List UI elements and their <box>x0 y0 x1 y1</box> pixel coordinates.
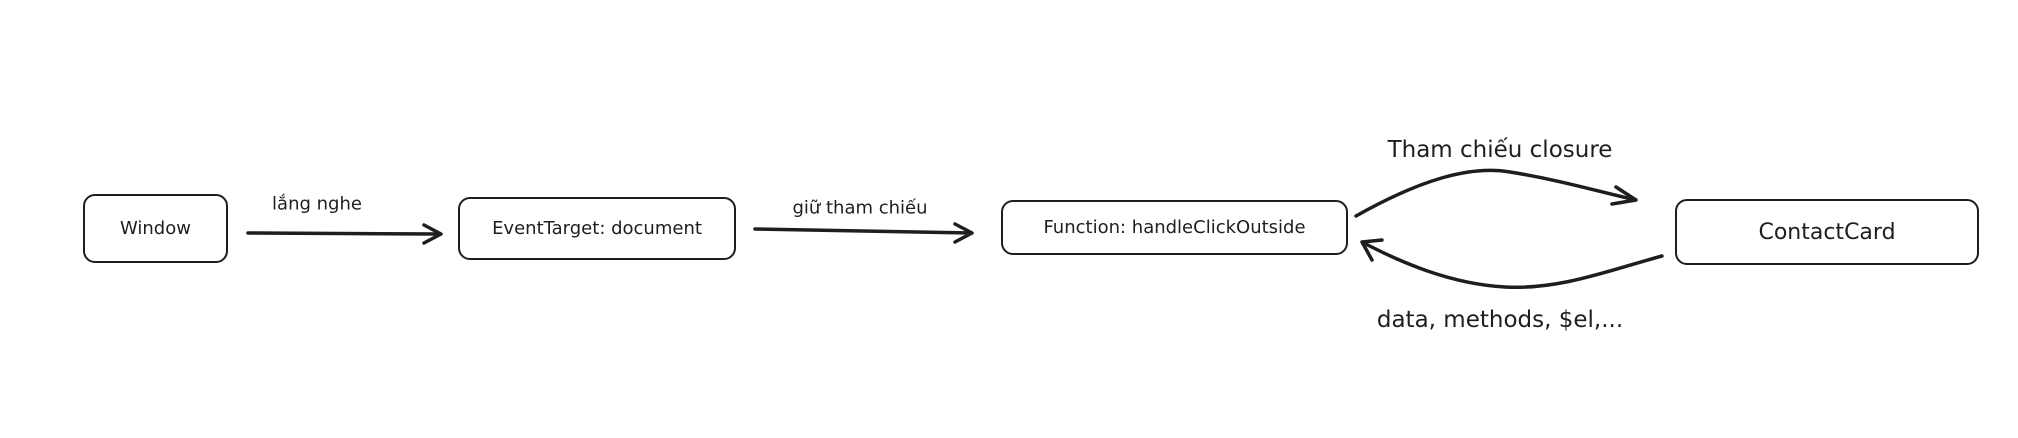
edge-label-closure-ref: Tham chiếu closure <box>1387 137 1613 163</box>
edge-label-back-ref: data, methods, $el,... <box>1376 307 1624 333</box>
node-function-label: Function: handleClickOutside <box>1043 217 1306 238</box>
node-event-target-label: EventTarget: document <box>492 218 702 239</box>
edge-label-hold-ref: giữ tham chiếu <box>792 197 928 219</box>
arrow-function-to-contactcard <box>1354 168 1638 218</box>
node-contact-card[interactable]: ContactCard <box>1675 199 1979 265</box>
node-window[interactable]: Window <box>83 194 228 263</box>
node-event-target[interactable]: EventTarget: document <box>458 197 736 260</box>
arrow-window-to-eventtarget <box>246 223 443 245</box>
node-function[interactable]: Function: handleClickOutside <box>1001 200 1348 255</box>
arrow-contactcard-to-function <box>1360 238 1664 290</box>
node-window-label: Window <box>120 218 191 239</box>
edge-label-listen: lắng nghe <box>272 193 362 215</box>
node-contact-card-label: ContactCard <box>1758 219 1896 245</box>
arrow-eventtarget-to-function <box>753 222 974 244</box>
